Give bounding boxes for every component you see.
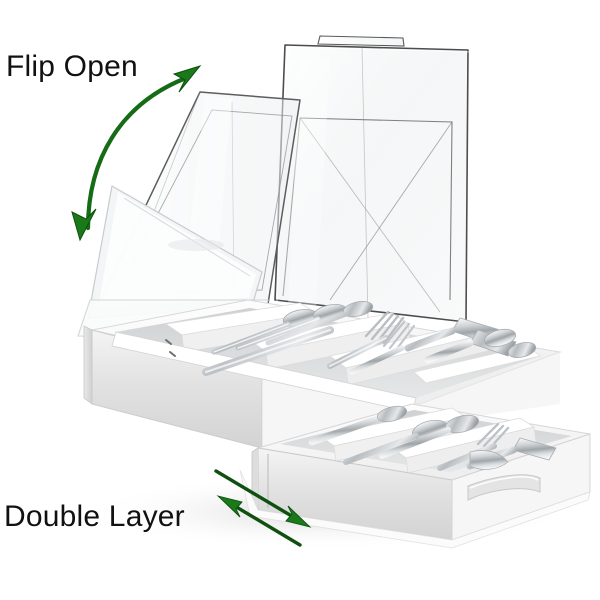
clear-lid-upright <box>274 35 471 325</box>
drawer-handle-notch[interactable] <box>467 474 541 501</box>
lower-drawer-cutlery <box>308 405 557 471</box>
callout-label-double-layer: Double Layer <box>4 500 185 533</box>
callout-label-flip-open: Flip Open <box>6 50 138 83</box>
upper-tray-cutlery <box>202 301 537 376</box>
